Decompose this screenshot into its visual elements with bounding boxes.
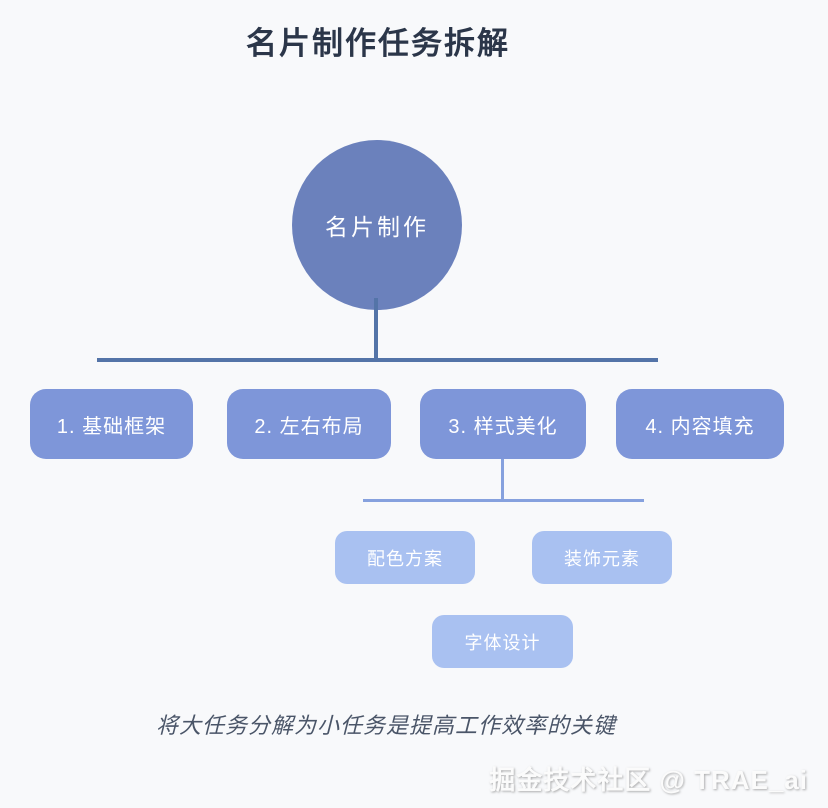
diagram-caption: 将大任务分解为小任务是提高工作效率的关键: [155, 713, 616, 738]
connector-style-vertical: [501, 459, 504, 502]
connector-level1-horizontal: [97, 358, 658, 362]
node-decorative-elements: 装饰元素: [532, 531, 672, 584]
node-font-design: 字体设计: [432, 615, 573, 668]
node-style-beautify: 3. 样式美化: [420, 389, 586, 459]
page-title: 名片制作任务拆解: [246, 26, 510, 61]
node-content-fill: 4. 内容填充: [616, 389, 784, 459]
connector-root-vertical: [374, 298, 378, 361]
node-color-scheme: 配色方案: [335, 531, 475, 584]
connector-level2-horizontal: [363, 499, 644, 502]
node-left-right-layout: 2. 左右布局: [227, 389, 391, 459]
root-node-circle: 名片制作: [292, 140, 462, 310]
node-basic-frame: 1. 基础框架: [30, 389, 193, 459]
watermark-text: 掘金技术社区 @ TRAE_ai: [489, 765, 808, 795]
root-node-label: 名片制作: [325, 214, 429, 240]
